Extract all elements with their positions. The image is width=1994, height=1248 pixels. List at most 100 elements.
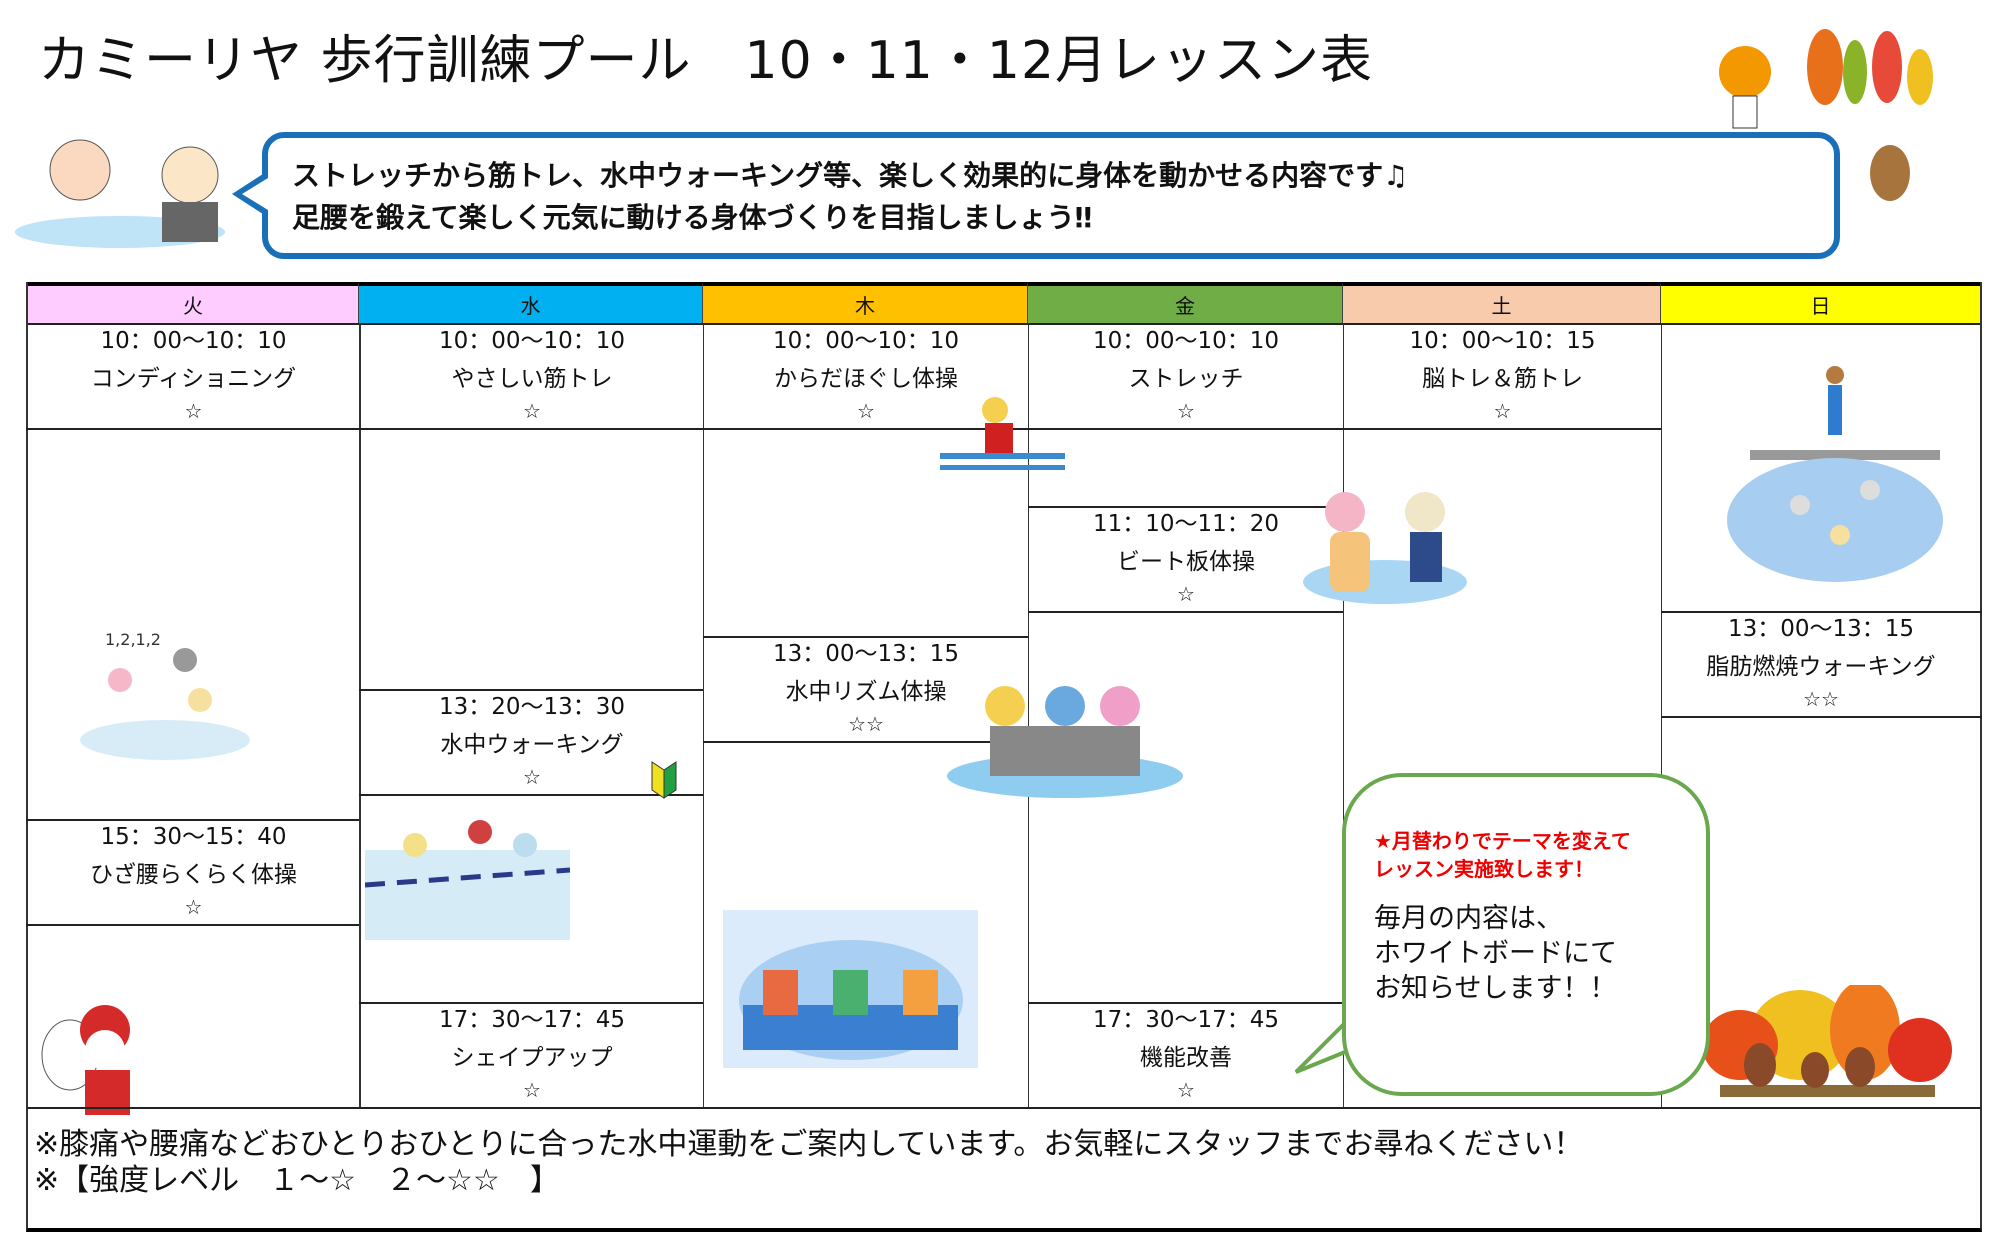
lesson-block: 13：00～13：15 脂肪燃焼ウォーキング ☆☆ bbox=[1662, 610, 1980, 712]
lesson-block: 13：20～13：30 水中ウォーキング ☆ bbox=[361, 688, 703, 790]
stretching-swimmer-illustration bbox=[940, 397, 1065, 470]
lesson-time: 10：00～10：15 bbox=[1409, 328, 1596, 354]
lesson-name: 脂肪燃焼ウォーキング bbox=[1706, 654, 1936, 680]
grid-line bbox=[359, 794, 703, 796]
grid-line bbox=[1661, 716, 1982, 718]
lesson-name: シェイプアップ bbox=[451, 1045, 613, 1071]
lesson-block: 17：30～17：45 機能改善 ☆ bbox=[1029, 1001, 1343, 1103]
day-header-thu: 木 bbox=[703, 282, 1028, 323]
beginner-mark-icon bbox=[651, 761, 677, 799]
lesson-block: 10：00～10：10 やさしい筋トレ ☆ bbox=[361, 322, 703, 424]
grid-line bbox=[359, 689, 703, 691]
note-line-1: ※膝痛や腰痛などおひとりおひとりに合った水中運動をご案内しています。お気軽にスタ… bbox=[34, 1127, 1584, 1162]
monthly-theme-callout: ★月替わりでテーマを変えて レッスン実施致します！ 毎月の内容は、 ホワイトボー… bbox=[1342, 773, 1710, 1096]
page-title: カミーリヤ 歩行訓練プール 10・11・12月レッスン表 bbox=[38, 31, 1374, 91]
lesson-level: ☆ bbox=[1177, 582, 1195, 606]
lesson-level: ☆ bbox=[1493, 399, 1512, 423]
lesson-level: ☆ bbox=[1177, 399, 1195, 423]
autumn-leaves-owls-illustration bbox=[1702, 985, 1952, 1097]
lesson-time: 17：30～17：45 bbox=[1092, 1007, 1280, 1033]
lesson-level: ☆ bbox=[523, 399, 541, 423]
lesson-block: 15：30～15：40 ひざ腰らくらく体操 ☆ bbox=[28, 818, 359, 920]
grid-line bbox=[26, 323, 1982, 325]
grid-line bbox=[1028, 1002, 1343, 1004]
lesson-time: 13：20～13：30 bbox=[438, 694, 626, 720]
grid-line bbox=[703, 323, 704, 1107]
exercise-group-illustration: 1,2,1,2 bbox=[80, 630, 250, 760]
notes-section: ※膝痛や腰痛などおひとりおひとりに合った水中運動をご案内しています。お気軽にスタ… bbox=[26, 1107, 1982, 1232]
lesson-name: コンディショニング bbox=[90, 366, 297, 392]
grid-line bbox=[26, 924, 359, 926]
grid-line bbox=[26, 428, 1661, 430]
lesson-name: 水中ウォーキング bbox=[440, 732, 624, 758]
intro-line-2: 足腰を鍛えて楽しく元気に動ける身体づくりを目指しましょう‼ bbox=[292, 201, 1093, 234]
grid-line bbox=[359, 323, 361, 1107]
santa-illustration bbox=[41, 1005, 130, 1115]
grid-line bbox=[1661, 611, 1982, 613]
day-header-fri: 金 bbox=[1028, 282, 1343, 323]
lesson-level: ☆☆ bbox=[848, 712, 884, 736]
lesson-name: 機能改善 bbox=[1140, 1045, 1232, 1071]
lesson-block: 10：00～10：10 からだほぐし体操 ☆ bbox=[704, 322, 1028, 424]
callout-red-line-2: レッスン実施致します！ bbox=[1374, 857, 1594, 881]
lesson-time: 13：00～13：15 bbox=[1727, 616, 1915, 642]
lesson-level: ☆ bbox=[1177, 1078, 1195, 1102]
lesson-block: 10：00～10：15 脳トレ＆筋トレ ☆ bbox=[1344, 322, 1661, 424]
swimmers-illustration bbox=[15, 139, 225, 248]
day-header-wed: 水 bbox=[359, 282, 703, 323]
pool-swimmers-illustration bbox=[1727, 366, 1943, 582]
grid-line bbox=[359, 1002, 703, 1004]
lesson-time: 10：00～10：10 bbox=[438, 328, 626, 354]
lesson-block: 11：10～11：20 ビート板体操 ☆ bbox=[1029, 505, 1343, 607]
callout-line-2: ホワイトボードにて bbox=[1374, 938, 1617, 969]
intro-line-1: ストレッチから筋トレ、水中ウォーキング等、楽しく効果的に身体を動かせる内容です♫ bbox=[292, 159, 1409, 192]
lesson-block: 17：30～17：45 シェイプアップ ☆ bbox=[361, 1001, 703, 1103]
lesson-level: ☆ bbox=[184, 895, 203, 919]
water-walking-illustration bbox=[365, 820, 570, 940]
lesson-name: ひざ腰らくらく体操 bbox=[90, 862, 297, 888]
day-header-sun: 日 bbox=[1661, 282, 1982, 323]
speech-bubble-tail-inner bbox=[242, 178, 268, 210]
lesson-time: 15：30～15：40 bbox=[100, 824, 287, 850]
lesson-block: 13：00～13：15 水中リズム体操 ☆☆ bbox=[704, 635, 1028, 737]
lesson-block: 10：00～10：10 コンディショニング ☆ bbox=[28, 322, 359, 424]
lesson-level: ☆☆ bbox=[1803, 687, 1839, 711]
lesson-time: 17：30～17：45 bbox=[438, 1007, 626, 1033]
grid-line bbox=[1661, 323, 1662, 1107]
lesson-level: ☆ bbox=[523, 765, 541, 789]
lesson-name: やさしい筋トレ bbox=[451, 366, 613, 392]
lesson-level: ☆ bbox=[857, 399, 875, 423]
lesson-name: ビート板体操 bbox=[1117, 549, 1255, 575]
intensity-legend: ※【強度レベル １～☆ ２～☆☆ 】 bbox=[34, 1163, 560, 1198]
autumn-trees-pumpkin-icon bbox=[1719, 29, 1933, 129]
rhythm-swimmers-illustration bbox=[947, 686, 1183, 798]
grid-line bbox=[1980, 282, 1982, 1107]
lesson-time: 10：00～10：10 bbox=[100, 328, 287, 354]
grid-line bbox=[1028, 611, 1343, 613]
grid-line bbox=[26, 282, 28, 1107]
aqua-dumbbell-illustration bbox=[723, 910, 978, 1068]
lesson-name: 水中リズム体操 bbox=[785, 679, 947, 705]
grid-line bbox=[1343, 323, 1344, 1107]
grid-line bbox=[703, 741, 1028, 743]
lesson-name: からだほぐし体操 bbox=[774, 366, 958, 392]
lesson-level: ☆ bbox=[184, 399, 203, 423]
grid-line bbox=[1028, 323, 1029, 1107]
lesson-time: 10：00～10：10 bbox=[772, 328, 960, 354]
lesson-time: 13：00～13：15 bbox=[772, 641, 960, 667]
lesson-name: 脳トレ＆筋トレ bbox=[1422, 366, 1583, 392]
kickboard-swimmers-illustration bbox=[1303, 492, 1467, 604]
illustration-caption: 1,2,1,2 bbox=[105, 630, 161, 649]
callout-tail bbox=[1294, 1020, 1351, 1074]
day-header-tue: 火 bbox=[26, 282, 359, 323]
callout-line-1: 毎月の内容は、 bbox=[1374, 903, 1563, 934]
grid-line bbox=[26, 819, 359, 821]
grid-line bbox=[703, 636, 1028, 638]
intro-speech-bubble: ストレッチから筋トレ、水中ウォーキング等、楽しく効果的に身体を動かせる内容です♫… bbox=[262, 132, 1840, 259]
lesson-level: ☆ bbox=[523, 1078, 541, 1102]
lesson-time: 10：00～10：10 bbox=[1092, 328, 1280, 354]
callout-line-3: お知らせします！！ bbox=[1374, 973, 1617, 1004]
lesson-time: 11：10～11：20 bbox=[1092, 511, 1280, 537]
callout-red-line-1: ★月替わりでテーマを変えて bbox=[1374, 829, 1631, 853]
